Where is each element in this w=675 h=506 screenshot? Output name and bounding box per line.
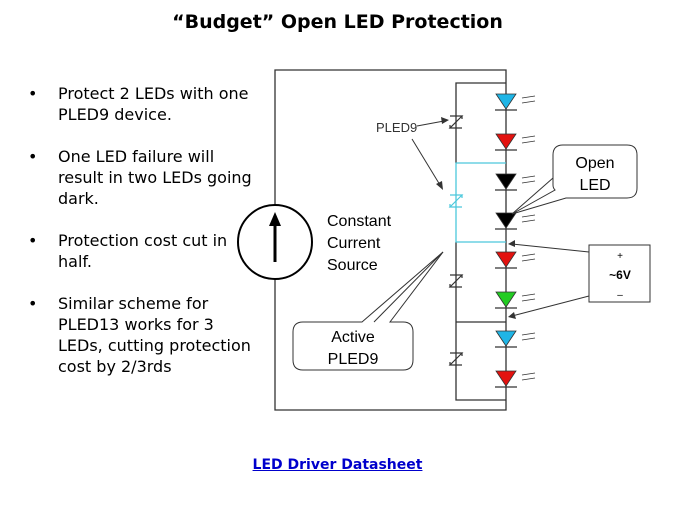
led-icon [495,291,536,309]
open-led-callout [511,144,638,215]
active-callout-text: PLED9 [328,351,379,368]
bullet-text: Similar scheme for PLED13 works for 3 LE… [58,294,251,376]
source-label-line: Constant [327,213,392,230]
open-led-text: Open [575,155,614,172]
pled9-icon [448,194,464,208]
bullet-item: •One LED failure will result in two LEDs… [28,147,252,208]
ladder-wire-bottom [455,242,506,401]
bullet-text: Protection cost cut in half. [58,231,228,271]
outer-wire [274,69,507,411]
voltage-value: ~6V [609,268,631,282]
led-icon [495,251,536,269]
plus-sign: + [617,251,623,262]
voltage-box [588,244,651,303]
source-label-line: Current [327,235,381,252]
minus-sign: – [617,290,623,301]
led-icon [495,370,536,388]
pled9-label: PLED9 [376,120,417,135]
open-led-text: LED [579,177,610,194]
bullet-text: Protect 2 LEDs with one PLED9 device. [58,84,249,124]
active-callout-text: Active [331,329,375,346]
bullet-text: One LED failure will result in two LEDs … [58,147,252,208]
led-icon [495,173,536,191]
slide-title: “Budget” Open LED Protection [172,11,503,33]
active-pled9-callout [292,251,444,371]
pled9-icon [448,352,464,366]
pled9-icon [448,115,464,129]
ladder-wire-top [455,82,506,163]
led-icon [495,93,536,111]
bullet-item: •Similar scheme for PLED13 works for 3 L… [28,294,251,376]
led-icon [495,330,536,348]
bullet-list: • Protect 2 LEDs with one PLED9 device. … [28,83,258,398]
led-icon [495,212,536,230]
source-label-line: Source [327,257,378,274]
active-path [455,162,506,243]
pled9-icon [448,274,464,288]
bullet-item: • Protect 2 LEDs with one PLED9 device. [28,84,249,124]
led-icon [495,133,536,151]
bullet-item: •Protection cost cut in half. [28,231,228,271]
datasheet-link[interactable]: LED Driver Datasheet [252,457,423,473]
